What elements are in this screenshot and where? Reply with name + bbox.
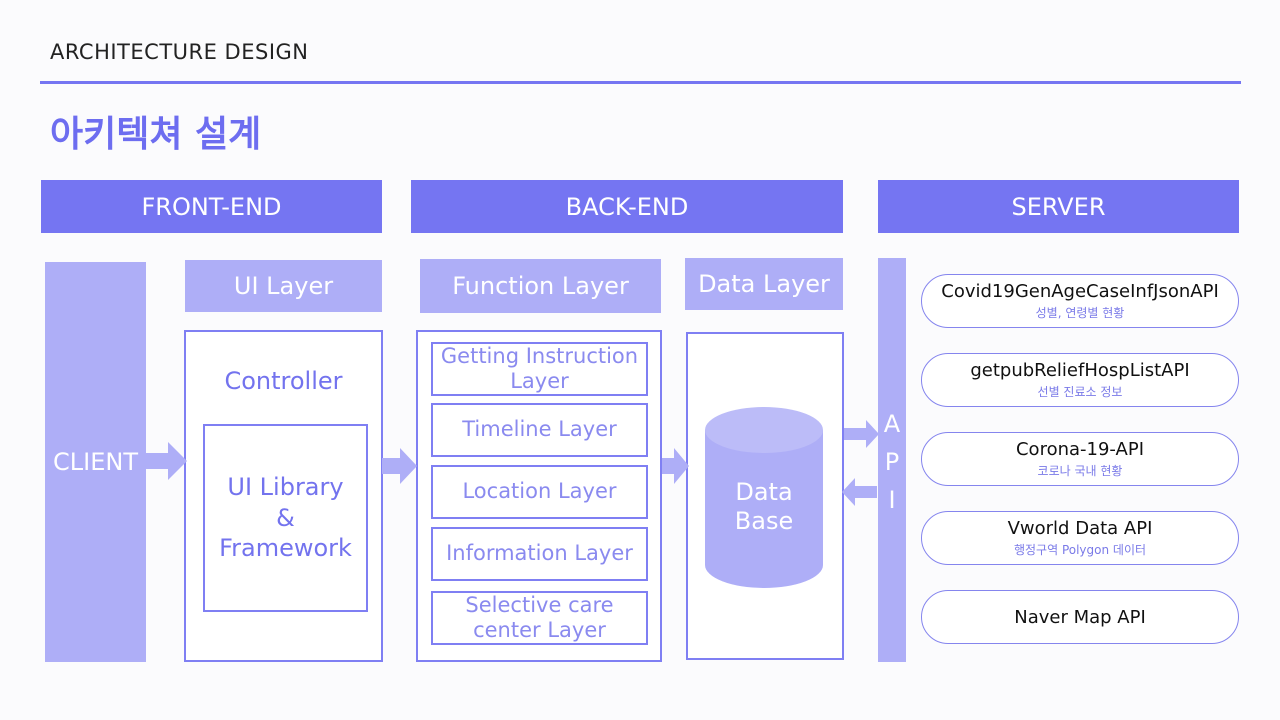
api-desc: 성별, 연령별 현황 [1035,306,1125,320]
ui-library-box: UI Library & Framework [203,424,368,612]
function-item-timeline: Timeline Layer [431,403,648,457]
api-bar [878,258,906,662]
function-item-line: Information Layer [446,541,633,566]
api-name: getpubReliefHospListAPI [970,360,1190,381]
api-pill-naver-map: Naver Map API [921,590,1239,644]
api-name: Corona-19-API [1015,439,1144,460]
backend-header: BACK-END [411,180,843,233]
client-label: CLIENT [53,448,138,476]
function-item-selective-care: Selective care center Layer [431,591,648,645]
api-pill-corona-19: Corona-19-API 코로나 국내 현황 [921,432,1239,486]
api-letter: A [883,410,901,438]
server-header: SERVER [878,180,1239,233]
arrow-right-icon [146,442,187,480]
function-item-line: center Layer [473,618,606,642]
frontend-header: FRONT-END [41,180,382,233]
header-rule [40,81,1241,84]
ui-layer-header: UI Layer [185,260,382,312]
database-label: Data Base [700,478,828,536]
api-name: Vworld Data API [1007,518,1153,539]
function-item-information: Information Layer [431,527,648,581]
arrow-right-icon [382,448,417,484]
page-title: 아키텍쳐 설계 [50,114,262,155]
api-pill-vworld: Vworld Data API 행정구역 Polygon 데이터 [921,511,1239,565]
api-name: Covid19GenAgeCaseInfJsonAPI [941,281,1219,302]
function-item-line: Location Layer [462,479,617,504]
data-layer-header: Data Layer [685,258,843,310]
function-layer-header: Function Layer [420,259,661,313]
client-block: CLIENT [45,262,146,662]
api-letter: I [888,486,896,514]
eyebrow-label: ARCHITECTURE DESIGN [50,40,309,64]
api-desc: 행정구역 Polygon 데이터 [1013,543,1147,557]
function-item-line: Selective care [465,592,614,617]
api-pill-relief-hosp: getpubReliefHospListAPI 선별 진료소 정보 [921,353,1239,407]
function-item-line: Layer [510,369,569,393]
ui-library-line: Framework [219,534,352,563]
arrow-left-icon [842,478,877,506]
ui-library-line: & [276,503,295,532]
api-name: Naver Map API [1014,606,1146,628]
api-desc: 코로나 국내 현황 [1037,464,1123,478]
database-label-line: Base [734,507,794,535]
function-item-location: Location Layer [431,465,648,519]
ui-library-line: UI Library [227,473,344,502]
database-cylinder-icon [705,407,823,588]
api-letter: P [884,448,900,476]
function-item-line: Timeline Layer [462,417,617,442]
function-item-getting-instruction: Getting Instruction Layer [431,342,648,396]
controller-label: Controller [224,366,343,395]
api-desc: 선별 진료소 정보 [1037,385,1123,399]
arrow-right-icon [844,420,879,448]
api-pill-covid19-gen-age: Covid19GenAgeCaseInfJsonAPI 성별, 연령별 현황 [921,274,1239,328]
function-item-line: Getting Instruction [440,343,639,368]
arrow-right-icon [662,448,689,484]
database-label-line: Data [735,478,793,506]
